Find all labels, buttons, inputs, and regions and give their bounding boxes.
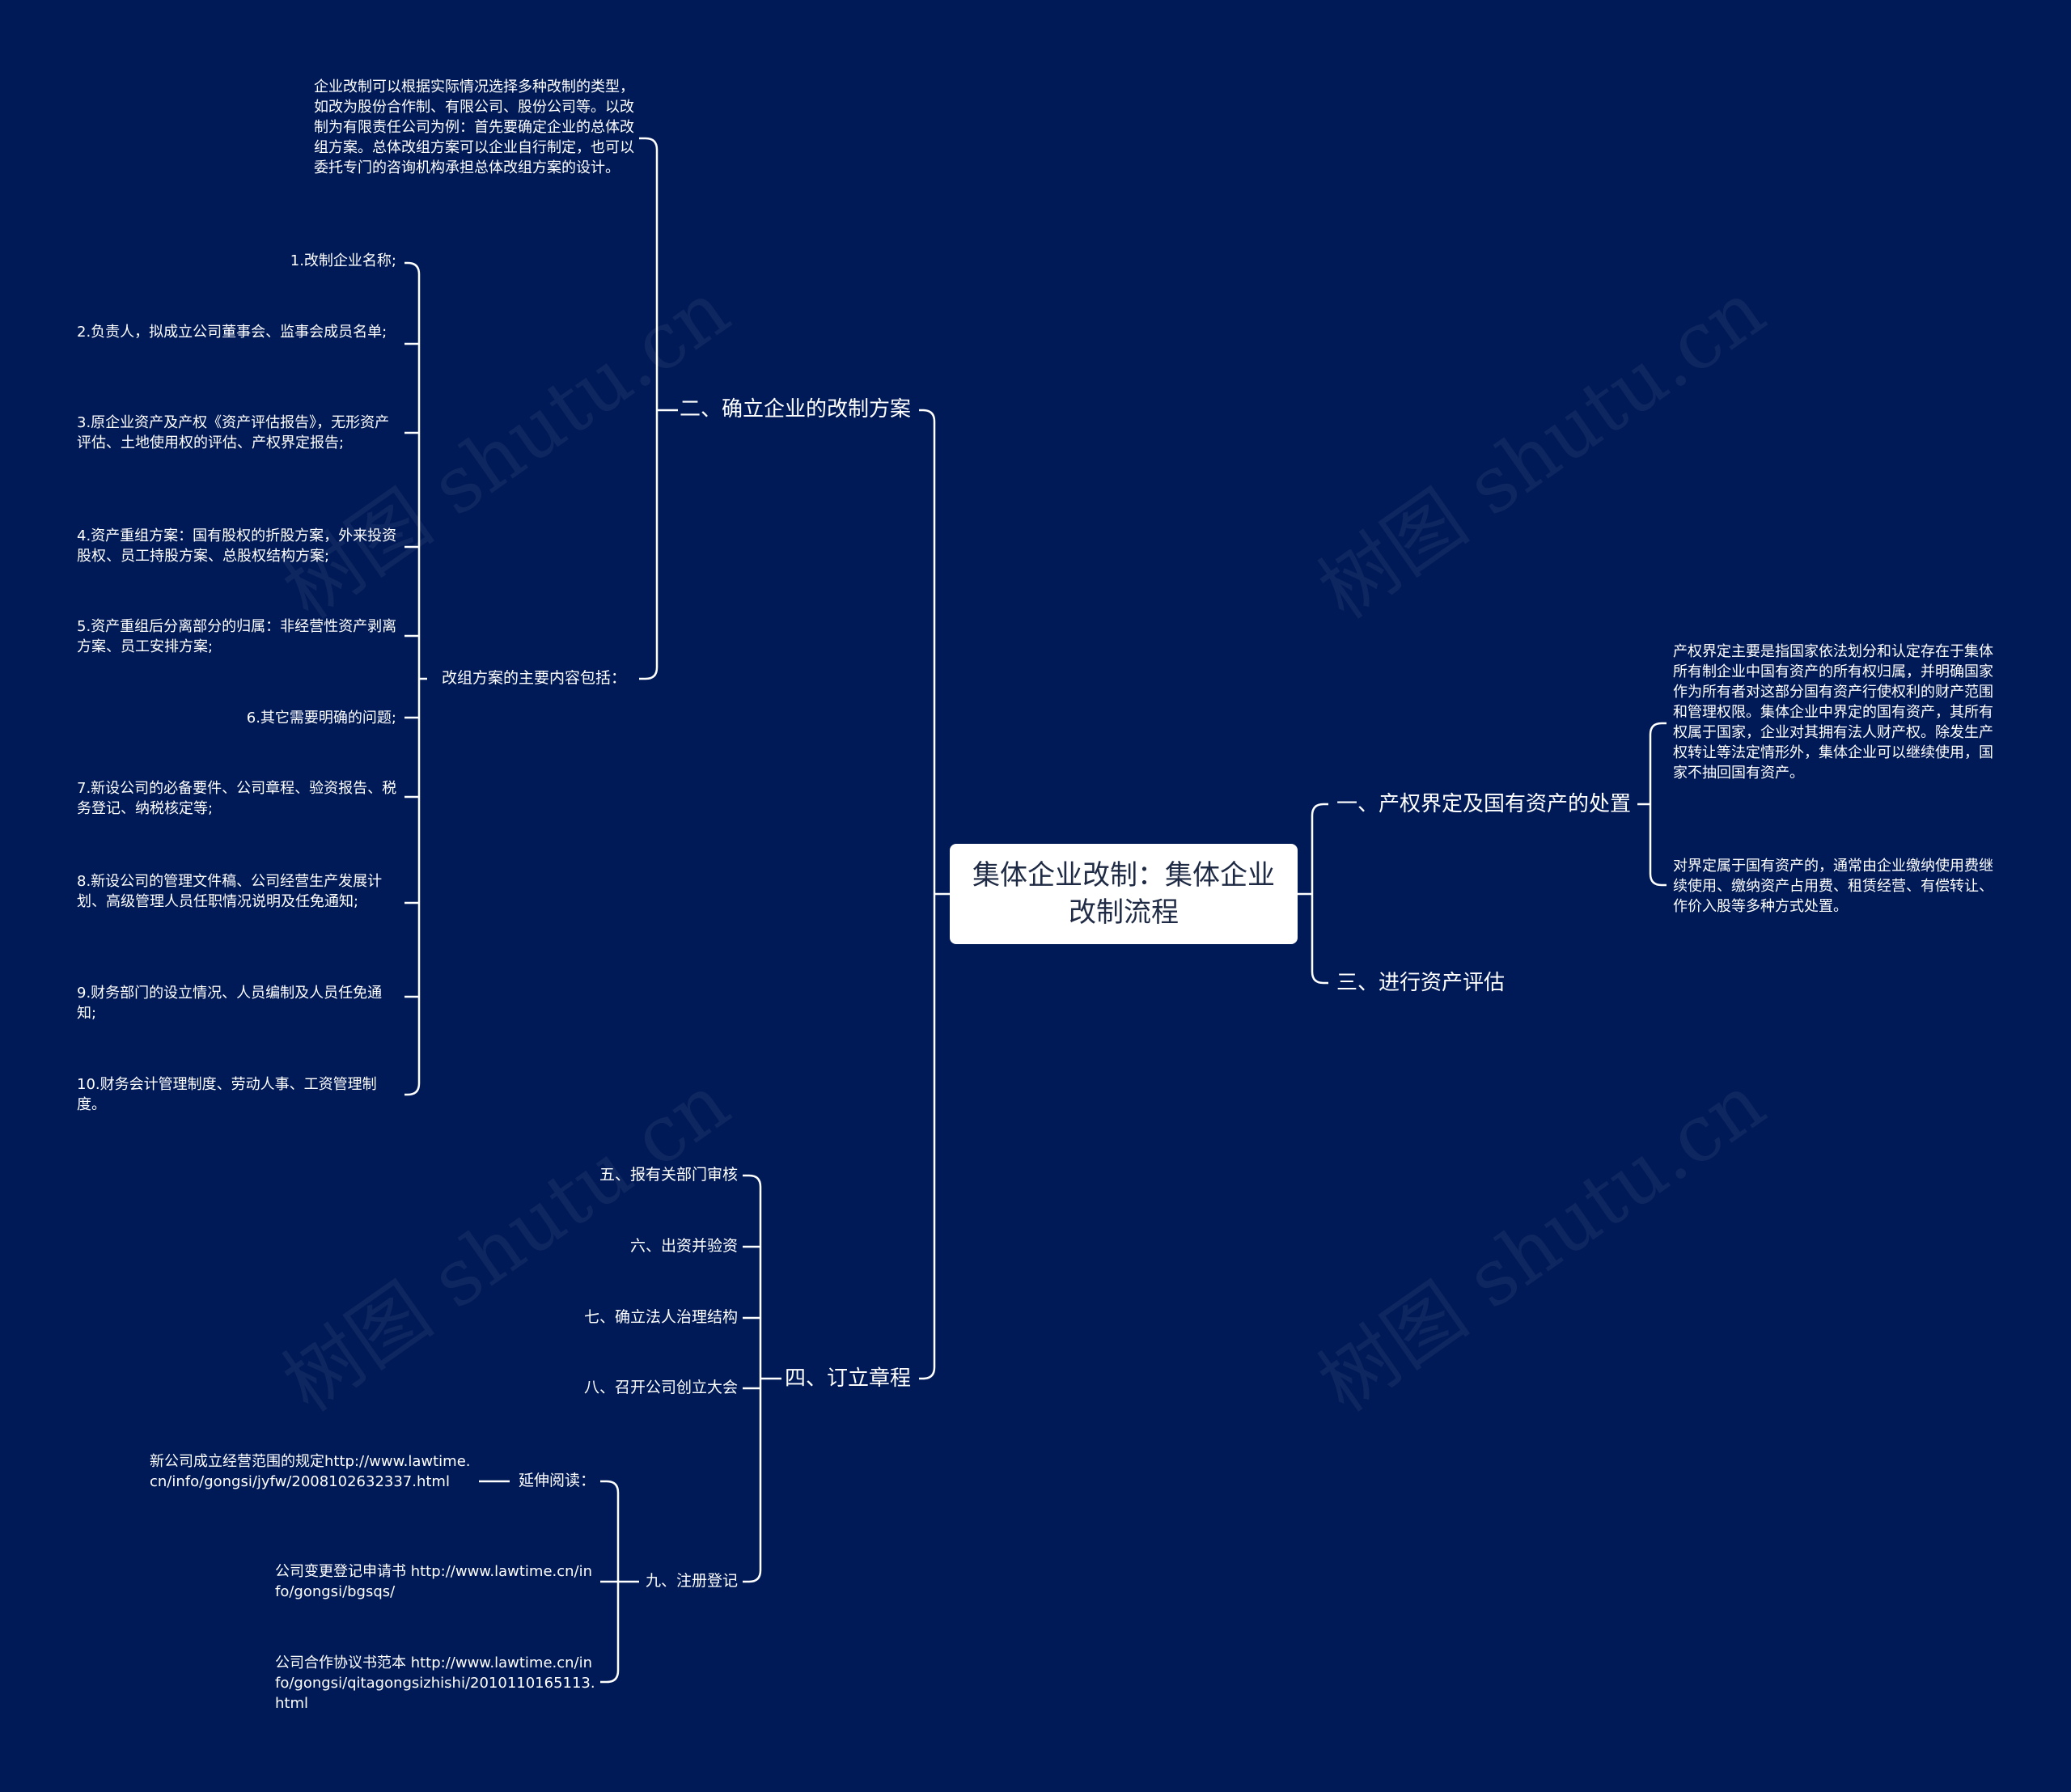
branch-asset-evaluation[interactable]: 三、进行资产评估 xyxy=(1336,971,1506,995)
plan-item: 7.新设公司的必备要件、公司章程、验资报告、税务登记、纳税核定等; xyxy=(77,780,397,817)
plan-contents-label[interactable]: 改组方案的主要内容包括： xyxy=(442,669,627,687)
plan-item: 2.负责人，拟成立公司董事会、监事会成员名单; xyxy=(77,324,388,341)
branch-restructuring-plan[interactable]: 二、确立企业的改制方案 xyxy=(680,397,912,422)
connector xyxy=(1649,804,1667,887)
connector xyxy=(1649,722,1667,804)
registration-link[interactable]: 公司变更登记申请书 http://www.lawtime.cn/info/gon… xyxy=(275,1563,593,1600)
step-item-registration[interactable]: 九、注册登记 xyxy=(645,1572,738,1590)
detail-property-disposal: 对界定属于国有资产的，通常由企业缴纳使用费继续使用、缴纳资产占用费、租赁经营、有… xyxy=(1673,858,1993,915)
connector xyxy=(600,1480,620,1582)
plan-item: 4.资产重组方案：国有股权的折股方案，外来投资股权、员工持股方案、总股权结构方案… xyxy=(77,527,397,565)
plan-item: 6.其它需要明确的问题; xyxy=(246,710,396,727)
connector xyxy=(639,137,659,410)
connector xyxy=(743,1174,762,1379)
extended-reading-link[interactable]: 新公司成立经营范围的规定http://www.lawtime.cn/info/g… xyxy=(150,1453,471,1490)
connector xyxy=(639,410,659,680)
plan-intro-text: 企业改制可以根据实际情况选择多种改制的类型，如改为股份合作制、有限公司、股份公司… xyxy=(314,78,634,176)
branch-articles[interactable]: 四、订立章程 xyxy=(784,1366,911,1391)
connector xyxy=(1311,803,1328,894)
connector xyxy=(919,894,936,1380)
extended-reading-label[interactable]: 延伸阅读： xyxy=(518,1472,595,1489)
detail-property-definition: 产权界定主要是指国家依法划分和认定存在于集体所有制企业中国有资产的所有权归属，并… xyxy=(1673,643,1993,782)
step-item[interactable]: 七、确立法人治理结构 xyxy=(583,1308,738,1326)
plan-item: 9.财务部门的设立情况、人员编制及人员任免通知; xyxy=(77,985,383,1022)
step-item[interactable]: 八、召开公司创立大会 xyxy=(583,1379,738,1396)
plan-item: 3.原企业资产及产权《资产评估报告》，无形资产评估、土地使用权的评估、产权界定报… xyxy=(77,414,390,451)
plan-item: 5.资产重组后分离部分的归属：非经营性资产剥离方案、员工安排方案; xyxy=(77,618,397,655)
plan-item: 8.新设公司的管理文件稿、公司经营生产发展计划、高级管理人员任职情况说明及任免通… xyxy=(77,873,383,910)
connector xyxy=(404,261,421,1096)
root-node[interactable]: 集体企业改制：集体企业改制流程 xyxy=(950,844,1298,944)
step-item[interactable]: 五、报有关部门审核 xyxy=(599,1166,738,1184)
connector xyxy=(743,1379,762,1583)
plan-item: 10.财务会计管理制度、劳动人事、工资管理制度。 xyxy=(77,1076,377,1113)
branch-property-rights[interactable]: 一、产权界定及国有资产的处置 xyxy=(1336,792,1632,816)
step-item[interactable]: 六、出资并验资 xyxy=(629,1237,738,1255)
connector xyxy=(919,409,936,894)
connector xyxy=(743,1245,760,1390)
plan-item: 1.改制企业名称; xyxy=(290,252,396,269)
registration-link[interactable]: 公司合作协议书范本 http://www.lawtime.cn/info/gon… xyxy=(275,1654,595,1712)
connector xyxy=(600,1582,620,1684)
connector xyxy=(404,342,419,998)
connector xyxy=(1311,894,1328,985)
